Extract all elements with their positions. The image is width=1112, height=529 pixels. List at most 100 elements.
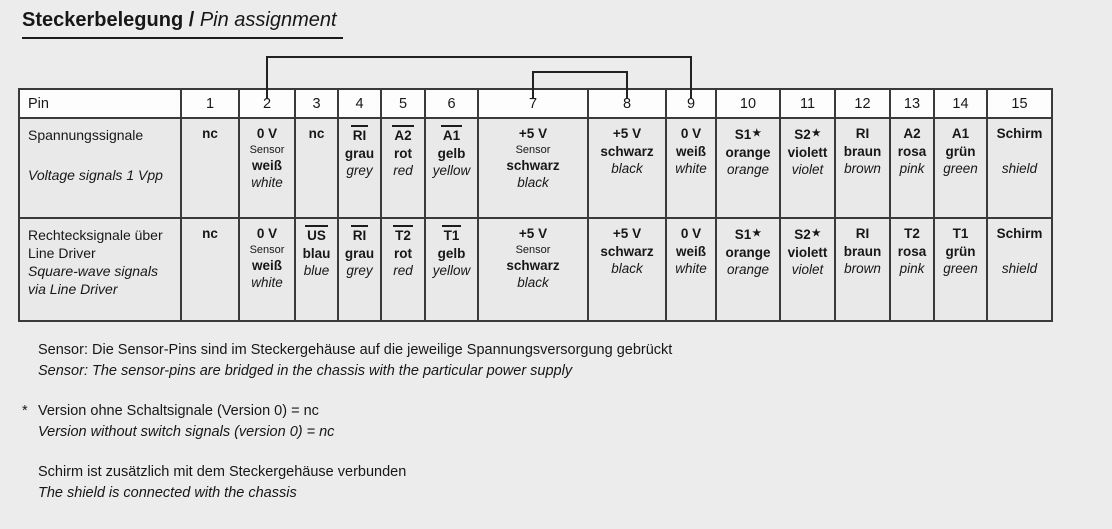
wire-color-english: yellow (432, 163, 471, 178)
wire-color-german: violett (787, 245, 828, 260)
signal-name: RI (340, 225, 379, 245)
signal-name: S2★ (782, 225, 833, 244)
wire-color-german: gelb (437, 246, 466, 261)
note-english: The shield is connected with the chassis (38, 485, 297, 501)
version-star-icon: ★ (811, 128, 821, 139)
footnote-asterisk: * (22, 403, 28, 419)
signal-text: 0 V (256, 126, 278, 141)
wire-color-english: violet (791, 262, 824, 277)
signal-text: T2 (904, 226, 920, 241)
note-1: Sensor: Die Sensor-Pins sind im Steckerg… (38, 340, 672, 382)
overlined-signal: RI (350, 125, 369, 143)
wire-color-german: braun (843, 144, 882, 159)
pin-3-cell: US blau blue (294, 217, 339, 322)
signal-name: RI (837, 125, 888, 143)
overlined-signal: T1 (441, 225, 462, 243)
signal-text: A2 (903, 126, 921, 141)
wire-color-german: schwarz (506, 158, 560, 173)
note-german: Sensor: Die Sensor-Pins sind im Steckerg… (38, 342, 673, 358)
signal-text: +5 V (612, 226, 642, 241)
overlined-signal: US (305, 225, 328, 243)
wire-color-german: blau (302, 246, 331, 261)
signal-name: A2 (892, 125, 932, 143)
sensor-label: Sensor (515, 144, 551, 156)
overlined-signal: A1 (440, 125, 463, 143)
signal-text: nc (202, 126, 218, 141)
note-3: Schirm ist zusätzlich mit dem Steckergeh… (38, 462, 672, 504)
note-german: Schirm ist zusätzlich mit dem Steckergeh… (38, 464, 407, 480)
wire-color-english: black (517, 175, 549, 190)
row-label-english: Square-wave signals via Line Driver (28, 263, 158, 297)
wire-color-german: rosa (897, 244, 927, 259)
signal-name: RI (837, 225, 888, 243)
version-star-icon: ★ (811, 228, 821, 239)
pin-header-8: 8 (587, 88, 667, 119)
sensor-label: Sensor (515, 244, 551, 256)
pin-header-2: 2 (238, 88, 296, 119)
sensor-label: Sensor (249, 144, 285, 156)
sensor-label: Sensor (249, 244, 285, 256)
pin-header-12: 12 (834, 88, 891, 119)
wire-color-english: brown (844, 261, 881, 276)
pin-header-5: 5 (380, 88, 426, 119)
overlined-signal: RI (350, 225, 369, 243)
pin-header-4: 4 (337, 88, 382, 119)
color-line-spacer (989, 143, 1050, 160)
pin-header-6: 6 (424, 88, 479, 119)
wire-color-english: red (393, 263, 413, 278)
note-german: Version ohne Schaltsignale (Version 0) =… (38, 403, 319, 419)
wire-color-german: schwarz (506, 258, 560, 273)
wire-color-german: grün (945, 144, 976, 159)
wire-color-german: schwarz (600, 144, 654, 159)
signal-name: US (297, 225, 336, 245)
signal-name: +5 V (480, 125, 586, 143)
pin-header-1: 1 (180, 88, 240, 119)
wire-color-german: gelb (437, 146, 466, 161)
signal-name: RI (340, 125, 379, 145)
note-2: * Version ohne Schaltsignale (Version 0) … (22, 401, 672, 443)
wire-color-english: white (251, 175, 283, 190)
wire-color-german: weiß (251, 158, 282, 173)
signal-name: A1 (936, 125, 985, 143)
wire-color-german: orange (725, 245, 771, 260)
signal-name: T1 (936, 225, 985, 243)
pin-header-14: 14 (933, 88, 988, 119)
title-german: Steckerbelegung (22, 9, 184, 31)
wire-color-english: white (675, 161, 707, 176)
overlined-signal: T2 (393, 225, 413, 243)
wire-color-english: shield (1001, 161, 1038, 176)
signal-name: T2 (892, 225, 932, 243)
signal-text: RI (855, 226, 870, 241)
row-label-german: Spannungssignale (28, 127, 144, 143)
wire-color-german: grün (945, 244, 976, 259)
title-english: Pin assignment (199, 9, 337, 31)
wire-color-german: weiß (251, 258, 282, 273)
wire-color-english: black (611, 161, 643, 176)
pin-1-cell: nc (180, 217, 240, 322)
row-label-english: Voltage signals 1 Vpp (28, 167, 163, 183)
wire-color-german: violett (787, 145, 828, 160)
wire-color-german: rot (394, 146, 412, 161)
wire-color-english: black (517, 275, 549, 290)
wire-color-english: blue (303, 263, 330, 278)
pin-header-11: 11 (779, 88, 836, 119)
